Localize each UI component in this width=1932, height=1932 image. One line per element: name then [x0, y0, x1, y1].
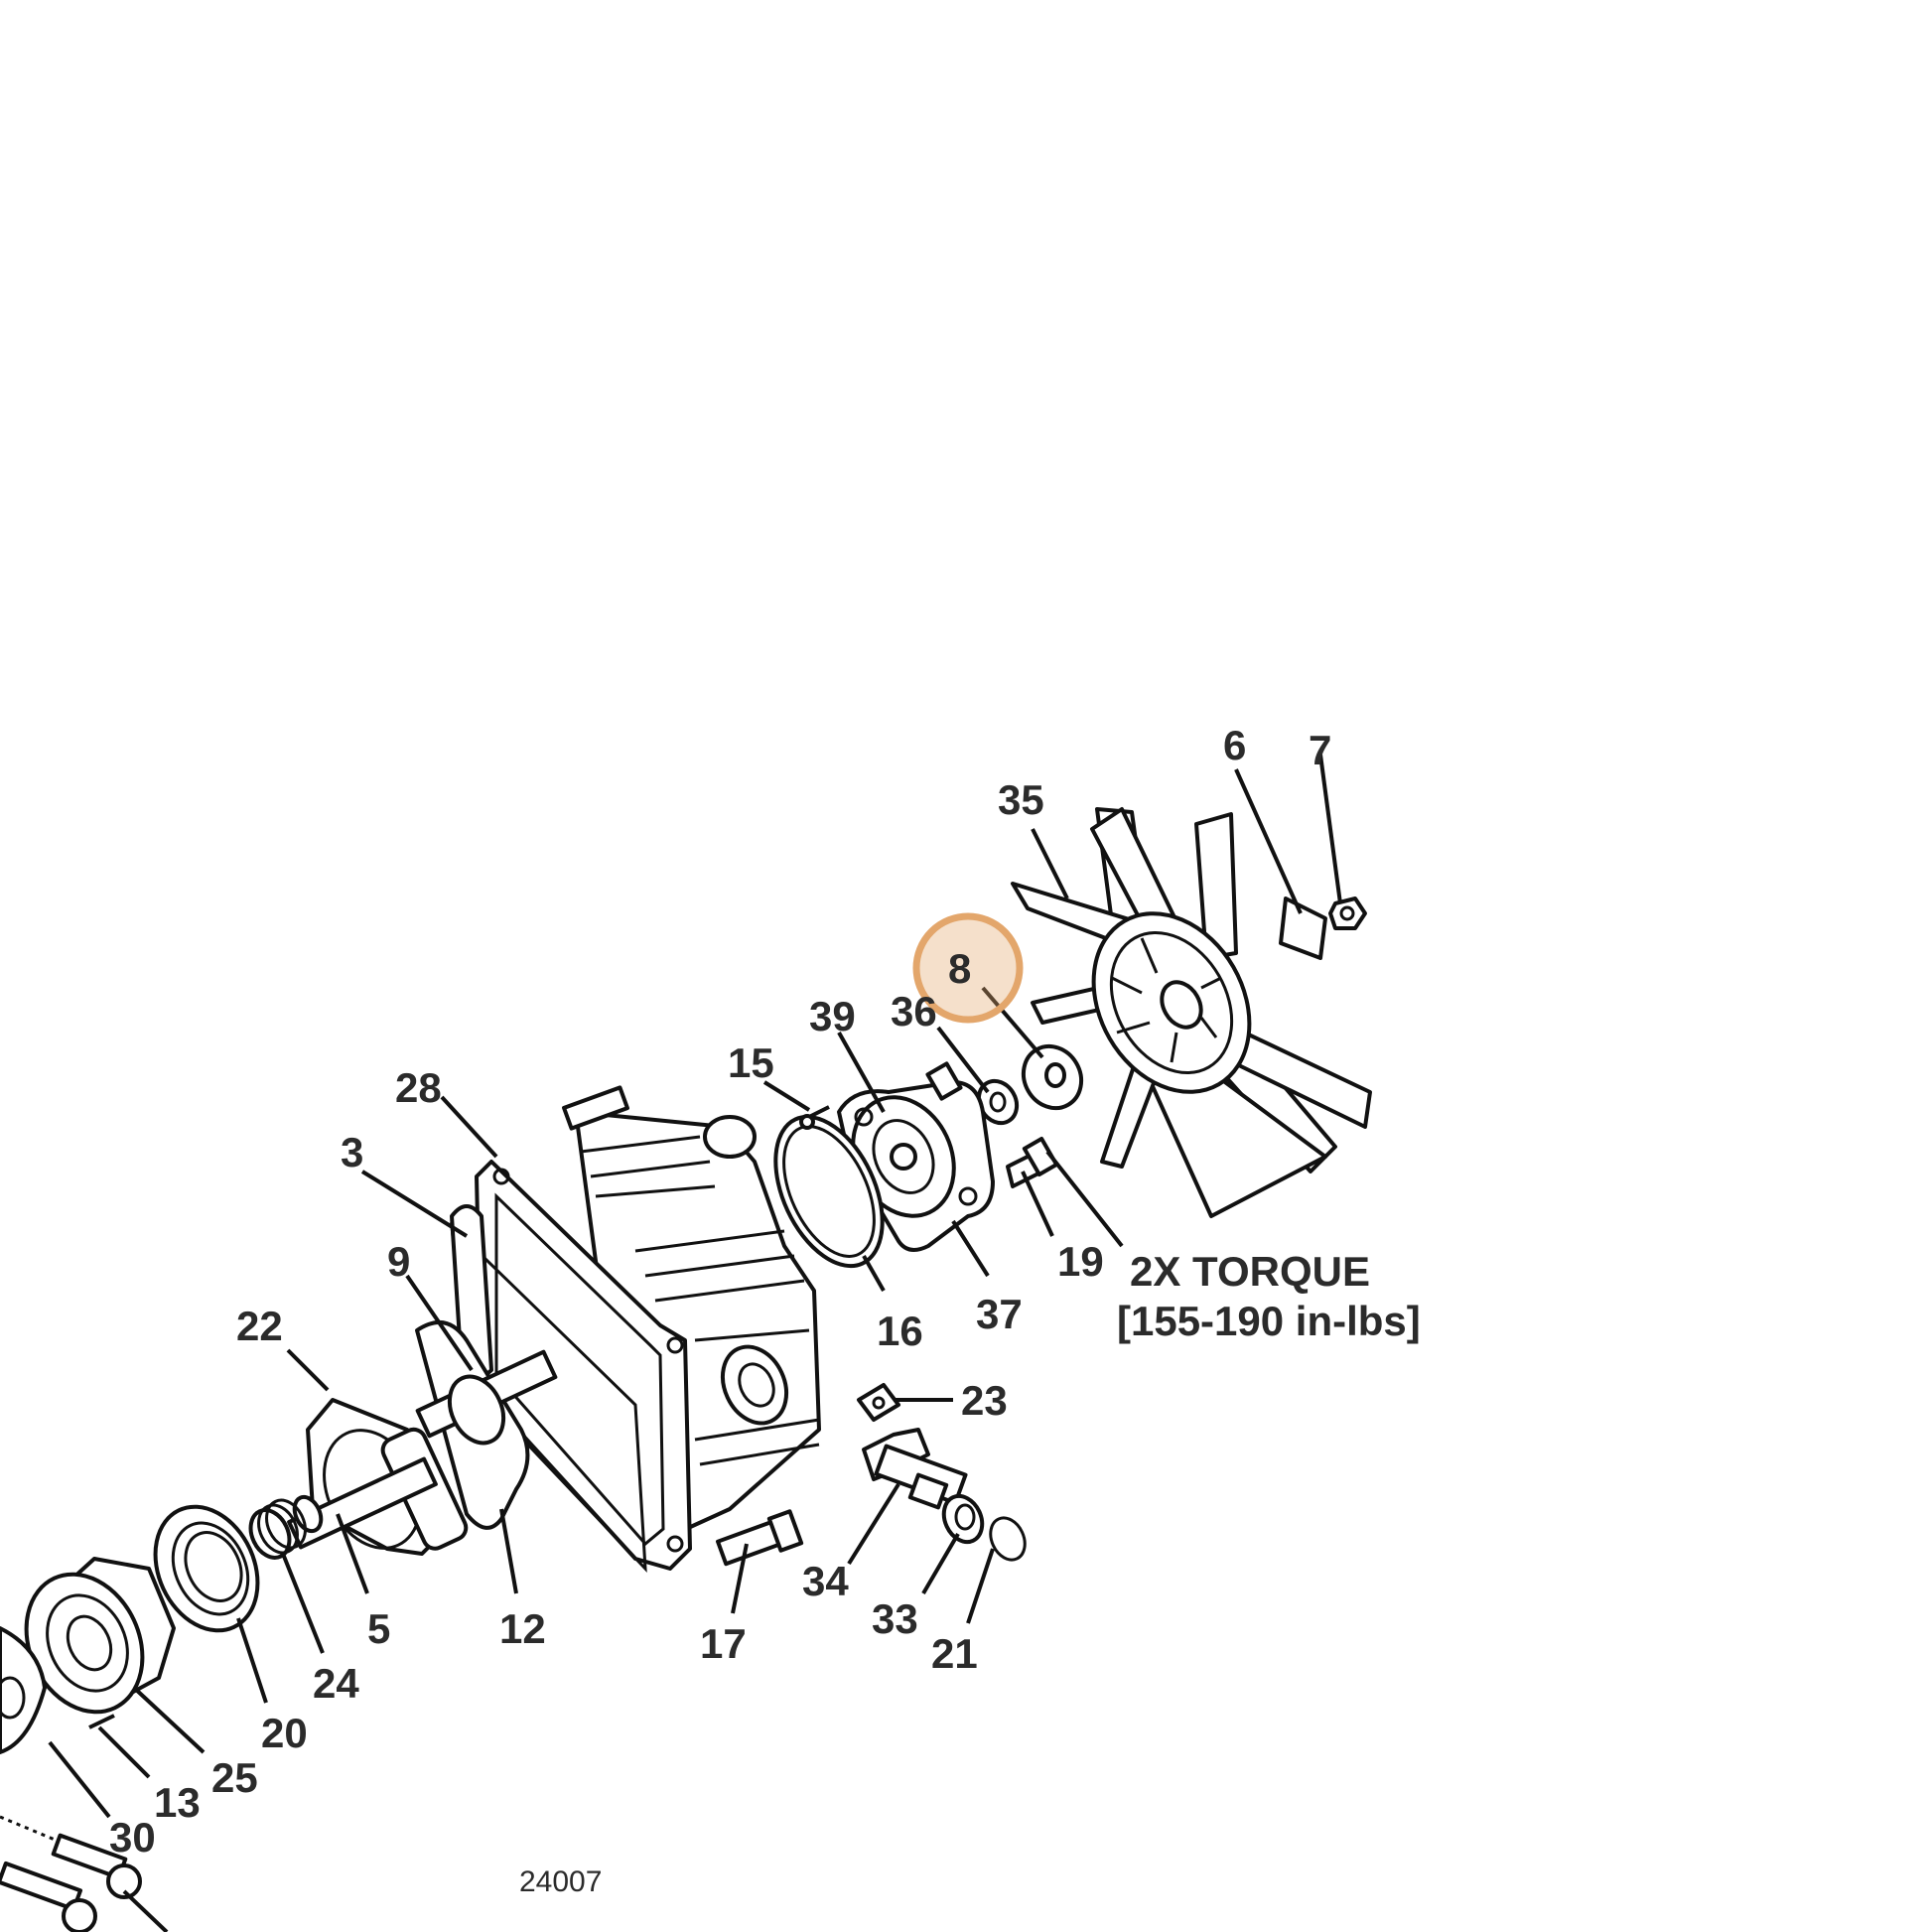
coil-spring: [248, 1498, 307, 1560]
fan-spacer-washer: [1021, 1043, 1084, 1111]
callout-15: 15: [728, 1039, 774, 1086]
callout-24: 24: [313, 1660, 359, 1707]
square-nut: [857, 1383, 900, 1422]
callout-12: 12: [499, 1605, 546, 1652]
callout-23: 23: [961, 1377, 1008, 1424]
callout-35: 35: [998, 776, 1044, 823]
callout-30: 30: [109, 1814, 156, 1861]
callout-22: 22: [236, 1303, 283, 1349]
callout-9: 9: [387, 1238, 410, 1285]
callout-19: 19: [1057, 1238, 1104, 1285]
housing-gasket: [475, 1160, 692, 1571]
callout-6: 6: [1223, 722, 1246, 768]
callout-labels: 8 35 6 7 39 36 15 28 3 9 22 19 16 37 23 …: [109, 722, 1331, 1861]
shaft-gear: [415, 1320, 558, 1530]
highlight-marker-8[interactable]: [912, 912, 1024, 1024]
bearing-housing: [24, 1557, 176, 1715]
callout-17: 17: [700, 1620, 747, 1667]
callout-36: 36: [891, 988, 937, 1035]
torque-note-line2: [155-190 in-lbs]: [1117, 1298, 1421, 1344]
fan-assembly: [1011, 807, 1372, 1218]
leader-lines: [48, 754, 1342, 1932]
fan-nut: [1328, 897, 1367, 930]
housing-screws: [0, 1815, 142, 1932]
dowel-pin: [799, 1105, 830, 1130]
callout-34: 34: [802, 1558, 849, 1604]
callout-5: 5: [367, 1605, 390, 1652]
callout-13: 13: [154, 1779, 201, 1826]
callout-21: 21: [931, 1630, 978, 1677]
o-ring: [773, 1114, 885, 1269]
callout-37: 37: [976, 1291, 1023, 1337]
torque-note-line1: 2X TORQUE: [1130, 1248, 1370, 1295]
input-shaft: [287, 1456, 438, 1550]
callout-20: 20: [261, 1710, 308, 1756]
callout-7: 7: [1309, 727, 1331, 773]
callout-33: 33: [872, 1595, 918, 1642]
callout-8: 8: [948, 945, 971, 992]
cover-bolt: [1006, 1137, 1059, 1188]
shift-lever: [862, 1428, 968, 1510]
drawing-number: 24007: [519, 1865, 602, 1898]
shaft-seal: [153, 1504, 260, 1633]
lever-seal: [941, 1493, 985, 1545]
callout-28: 28: [395, 1064, 442, 1111]
callout-25: 25: [211, 1754, 258, 1801]
callout-3: 3: [341, 1129, 363, 1175]
retaining-clip: [989, 1516, 1027, 1562]
callout-16: 16: [877, 1308, 923, 1354]
callout-39: 39: [809, 993, 856, 1039]
